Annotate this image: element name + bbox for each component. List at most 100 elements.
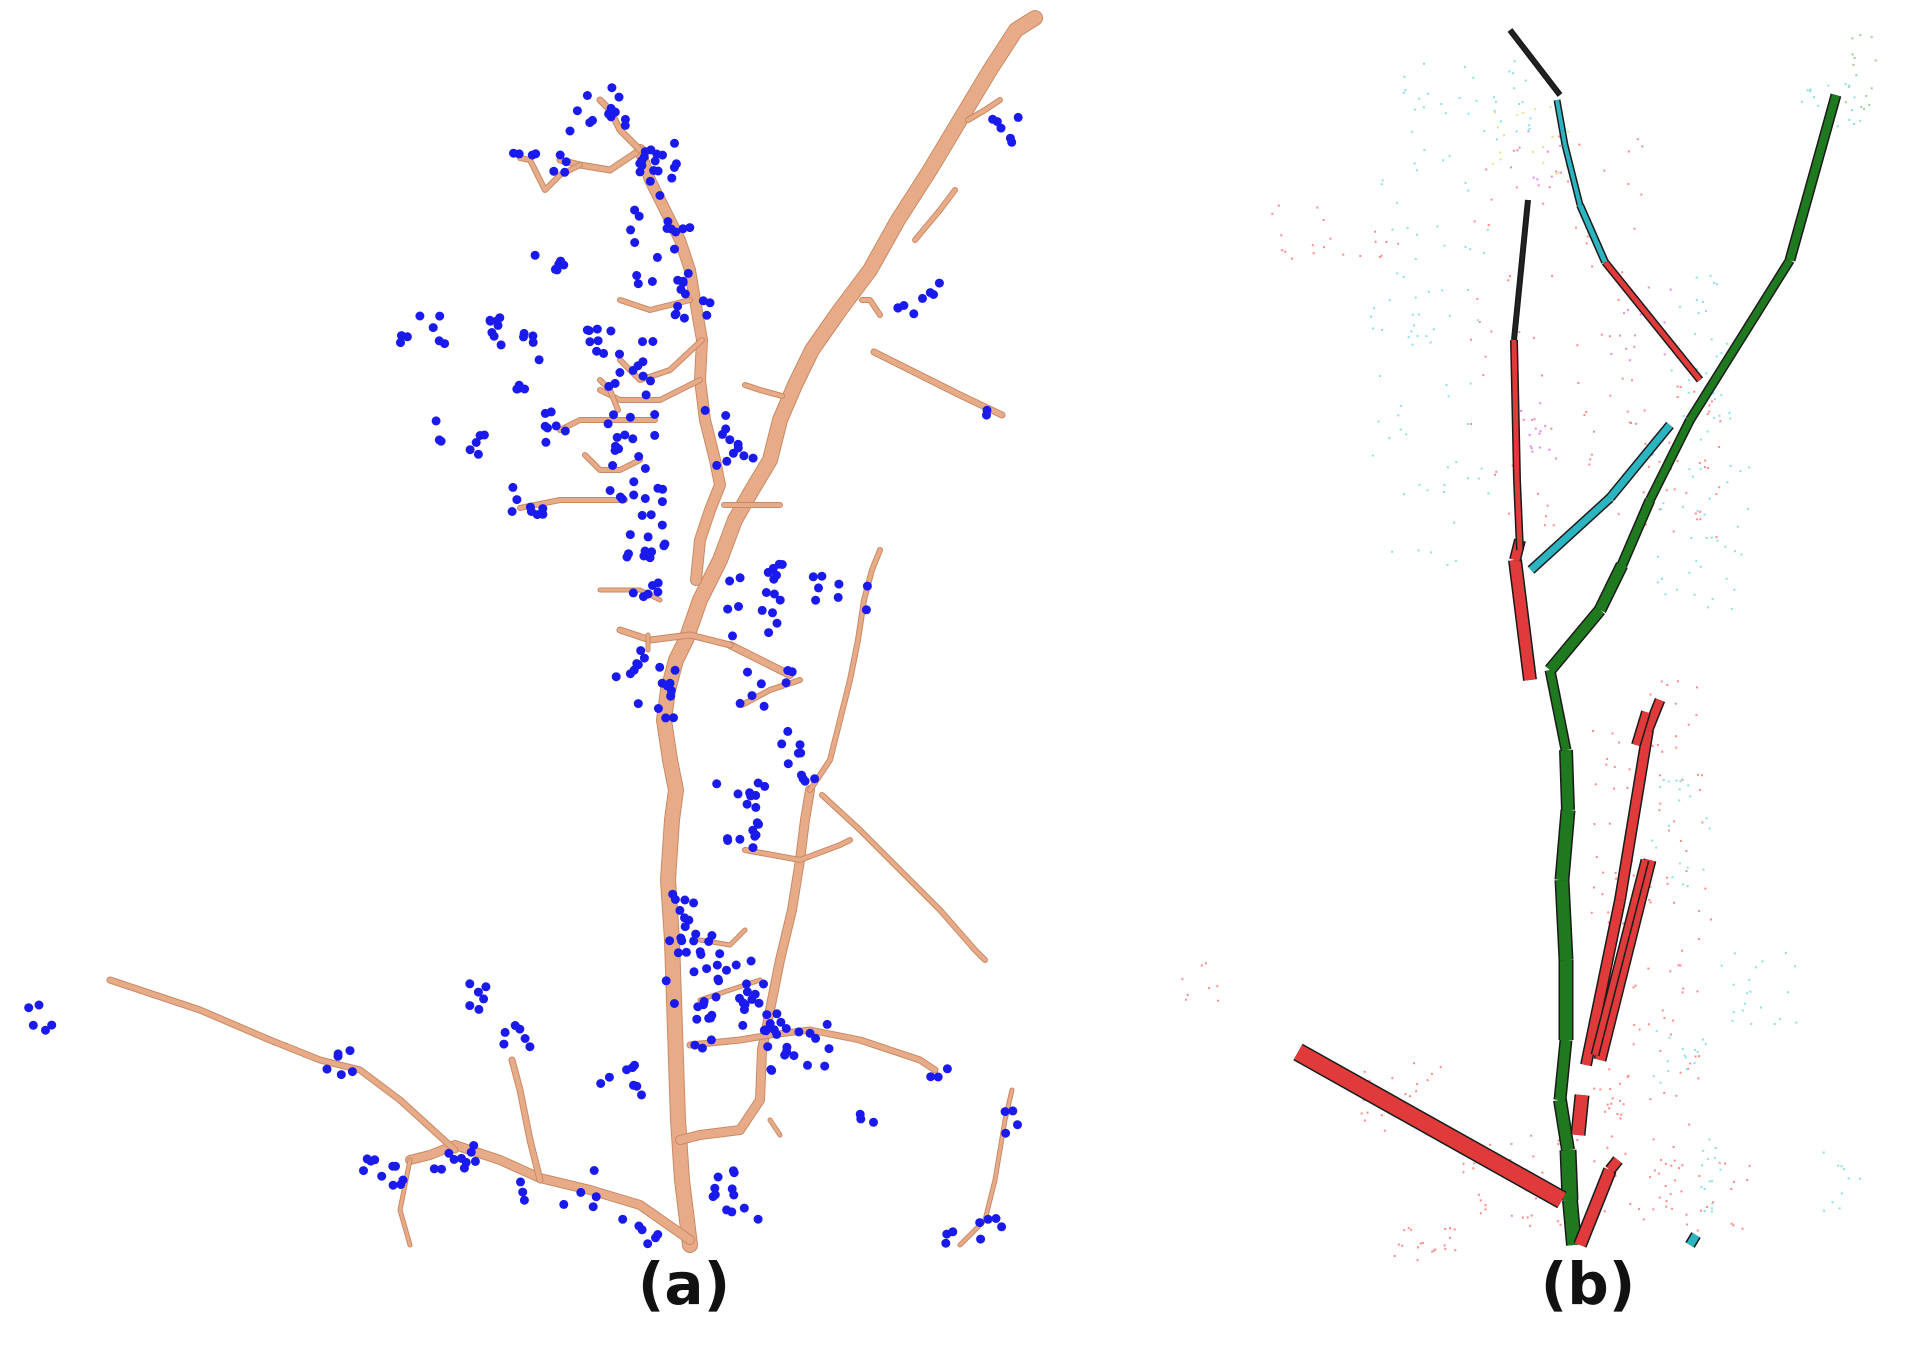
faint-point-402 [1555, 172, 1558, 175]
faint-point-46 [1542, 202, 1545, 205]
faint-point-505 [1852, 63, 1855, 66]
faint-point-104 [1703, 466, 1706, 469]
point-341 [510, 1021, 520, 1030]
faint-point-525 [1806, 89, 1809, 92]
faint-point-129 [1692, 475, 1694, 478]
faint-point-41 [1509, 275, 1511, 278]
point-34 [653, 166, 663, 176]
faint-point-575 [1484, 1208, 1487, 1211]
faint-point-359 [1280, 234, 1283, 237]
point-171 [639, 551, 649, 561]
point-347 [347, 1067, 357, 1077]
faint-point-395 [1458, 97, 1461, 99]
faint-point-648 [1831, 1201, 1834, 1204]
point-428 [495, 313, 505, 323]
faint-point-13 [1541, 374, 1544, 377]
faint-point-652 [1847, 1177, 1850, 1180]
point-432 [471, 438, 481, 447]
faint-point-446 [1531, 419, 1534, 421]
faint-point-25 [1621, 377, 1624, 380]
faint-point-62 [1630, 422, 1633, 424]
faint-point-610 [1748, 1164, 1751, 1167]
point-251 [689, 936, 699, 946]
faint-point-473 [1710, 338, 1713, 341]
faint-point-298 [1397, 414, 1400, 417]
faint-point-517 [1827, 84, 1830, 87]
point-116 [640, 464, 650, 473]
point-162 [653, 587, 663, 597]
faint-point-415 [1532, 150, 1534, 153]
faint-point-1 [1636, 138, 1639, 141]
point-143 [538, 504, 548, 514]
faint-point-720 [1647, 286, 1650, 289]
faint-point-305 [1487, 492, 1490, 495]
faint-point-10 [1518, 331, 1521, 334]
faint-point-153 [1628, 768, 1631, 771]
faint-point-431 [1559, 144, 1562, 147]
point-285 [697, 1043, 707, 1053]
faint-point-69 [1576, 344, 1579, 347]
faint-point-644 [1706, 1158, 1709, 1161]
faint-point-537 [1667, 824, 1670, 827]
faint-point-183 [1660, 680, 1663, 683]
faint-point-280 [1624, 1152, 1627, 1155]
point-215 [781, 678, 791, 688]
faint-point-625 [1696, 1051, 1699, 1053]
point-294 [747, 994, 757, 1004]
faint-point-162 [1658, 809, 1661, 812]
faint-point-138 [1710, 536, 1713, 539]
faint-point-495 [1746, 992, 1749, 995]
faint-point-61 [1591, 265, 1594, 268]
point-150 [657, 497, 667, 507]
faint-point-564 [1484, 1204, 1487, 1207]
faint-point-191 [1595, 856, 1598, 858]
point-87 [585, 337, 595, 347]
point-306 [763, 1042, 773, 1052]
faint-point-94 [1679, 386, 1682, 388]
point-434 [465, 445, 475, 455]
faint-point-137 [1730, 607, 1733, 610]
point-28 [639, 152, 649, 162]
faint-point-686 [1407, 1227, 1410, 1230]
point-337 [500, 1027, 510, 1037]
point-328 [622, 1065, 632, 1075]
point-189 [725, 576, 735, 586]
point-281 [673, 948, 683, 958]
faint-point-90 [1698, 462, 1701, 464]
faint-point-504 [1847, 85, 1850, 88]
faint-point-234 [1697, 1077, 1700, 1080]
faint-point-355 [1374, 240, 1377, 243]
faint-point-54 [1640, 193, 1643, 196]
faint-point-48 [1552, 524, 1555, 527]
faint-point-626 [1683, 1054, 1686, 1057]
faint-point-523 [1817, 104, 1820, 107]
faint-point-709 [1396, 272, 1399, 275]
faint-point-281 [1619, 1082, 1622, 1085]
faint-point-631 [1708, 1180, 1711, 1183]
faint-point-378 [1521, 101, 1524, 104]
cylinder-38 [1512, 199, 1530, 341]
point-447 [634, 1221, 644, 1231]
faint-point-455 [1701, 301, 1704, 303]
faint-point-624 [1667, 1069, 1670, 1072]
faint-point-188 [1685, 850, 1688, 852]
faint-point-580 [1559, 1223, 1562, 1226]
point-421 [530, 250, 540, 260]
skeleton-branch-16 [966, 98, 1002, 122]
point-338 [520, 1034, 530, 1043]
faint-point-444 [1529, 445, 1532, 448]
point-65 [680, 289, 690, 299]
point-46 [652, 252, 662, 262]
point-235 [750, 831, 760, 841]
faint-point-353 [1378, 256, 1381, 259]
faint-point-172 [1667, 829, 1670, 832]
faint-point-139 [1729, 465, 1732, 467]
faint-point-736 [1625, 347, 1628, 350]
faint-point-439 [1539, 430, 1542, 433]
faint-point-508 [1853, 57, 1856, 59]
faint-point-588 [1479, 1199, 1482, 1202]
cylinder-30 [1511, 339, 1520, 481]
faint-point-30 [1546, 504, 1549, 507]
faint-point-649 [1843, 1168, 1846, 1171]
faint-point-568 [1462, 1171, 1465, 1174]
